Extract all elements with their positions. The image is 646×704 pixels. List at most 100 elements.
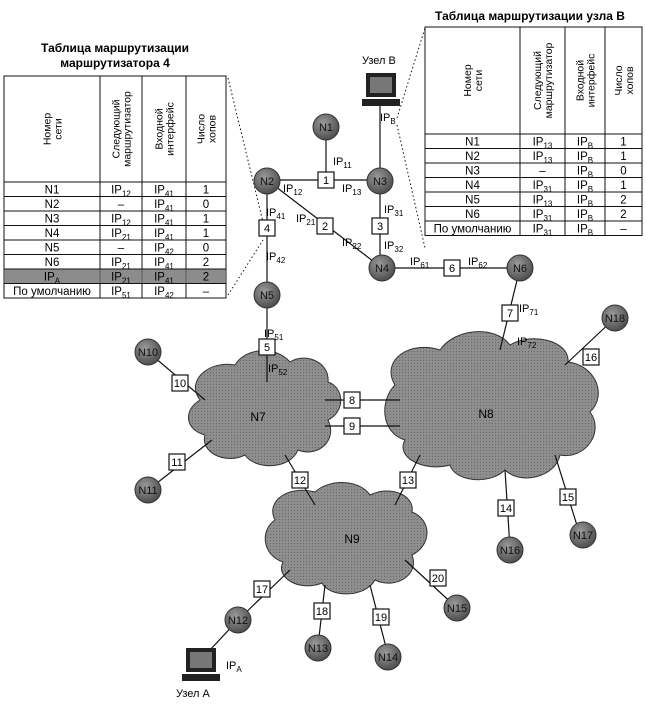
table-cell: По умолчанию (13, 286, 91, 298)
table-cell: IP31 (533, 209, 553, 223)
network-n2: N2 (253, 167, 281, 195)
table-cell: IP42 (154, 286, 174, 300)
router-label: 11 (171, 457, 182, 469)
table-cell: IP21 (111, 228, 131, 242)
table-cell: По умолчанию (434, 224, 512, 236)
router-2: 2 (316, 217, 334, 235)
interface-label: IP13 (342, 183, 362, 197)
table-cell: IP21 (111, 257, 131, 271)
table-cell: N3 (465, 166, 480, 178)
router-label: 18 (316, 606, 328, 618)
table-header: Числохопов (196, 114, 219, 144)
table-cell: IP41 (154, 228, 174, 242)
host-b-label: Узел B (362, 55, 396, 67)
network-label: N13 (308, 643, 328, 655)
table-cell: N6 (465, 209, 480, 221)
network-n3: N3 (366, 167, 394, 195)
router-3: 3 (371, 217, 389, 235)
router-13: 13 (399, 471, 417, 489)
host-a-label: Узел A (176, 688, 211, 700)
host-a: Узел A (176, 648, 220, 700)
table-cell: IPB (577, 209, 593, 223)
router-4: 4 (258, 219, 276, 237)
network-label: N10 (138, 347, 158, 359)
table-header: Номерсети (462, 64, 485, 96)
table-cell: IP13 (533, 137, 553, 151)
network-label: N3 (373, 176, 387, 188)
network-n1: N1 (312, 113, 340, 141)
table-cell: 1 (620, 137, 626, 149)
router-6: 6 (443, 259, 461, 277)
router-label: 17 (256, 584, 268, 596)
network-label: N4 (375, 263, 389, 275)
table-cell: IP41 (154, 214, 174, 228)
computer-icon (362, 73, 400, 106)
router-label: 14 (500, 503, 512, 515)
table-cell: IP31 (533, 180, 553, 194)
interface-label: IP41 (266, 207, 286, 221)
table-cell: IP51 (111, 286, 131, 300)
table-cell: N4 (45, 228, 60, 240)
router-label: 7 (507, 308, 513, 320)
router-label: 20 (432, 573, 444, 585)
table-cell: 1 (203, 228, 209, 240)
table-header: Входнойинтерфейс (154, 102, 177, 156)
router-8: 8 (343, 391, 361, 409)
router-label: 8 (349, 395, 355, 407)
network-n10: N10 (134, 338, 162, 366)
callout-lines (227, 27, 426, 296)
computer-icon (182, 648, 220, 681)
interface-label: IP31 (384, 204, 404, 218)
table-cell: IPB (577, 137, 593, 151)
interface-label: IP22 (342, 237, 362, 251)
table-cell: IPB (577, 180, 593, 194)
table-cell: N5 (465, 195, 480, 207)
table-cell: IP41 (154, 199, 174, 213)
router-label: 19 (375, 612, 387, 624)
router-9: 9 (343, 417, 361, 435)
interface-label: IP21 (296, 213, 316, 227)
router-label: 9 (349, 421, 355, 433)
table-cell: IP12 (111, 214, 131, 228)
interface-label: IP72 (517, 336, 537, 350)
interface-label: IP32 (384, 240, 404, 254)
table-cell: – (539, 166, 546, 178)
routing-table-router-4: Таблица маршрутизации маршрутизатора 4 Н… (3, 41, 227, 300)
network-n16: N16 (496, 536, 524, 564)
table-header: Числохопов (613, 65, 636, 95)
network-label: N8 (478, 407, 494, 421)
interface-label: IP71 (519, 303, 539, 317)
table-cell: N6 (45, 257, 60, 269)
router-15: 15 (559, 488, 577, 506)
network-n17: N17 (569, 521, 597, 549)
network-n11: N11 (134, 476, 162, 504)
router-10: 10 (171, 374, 189, 392)
cloud-n7: N7 (188, 350, 342, 467)
network-n6: N6 (506, 254, 534, 282)
router-label: 15 (562, 492, 574, 504)
table-header: Следующиймаршрутизатор (532, 42, 555, 118)
table-cell: N2 (45, 199, 60, 211)
table-row: N4 IP21 IP41 1 (45, 228, 210, 242)
router-label: 10 (174, 378, 186, 390)
network-n13: N13 (304, 634, 332, 662)
router-label: 1 (323, 175, 329, 187)
table-cell: IP42 (154, 243, 174, 257)
cloud-n9: N9 (264, 482, 428, 595)
network-label: N5 (260, 290, 274, 302)
table-cell: – (118, 199, 125, 211)
table-cell: IP12 (111, 185, 131, 199)
table-cell: – (620, 224, 627, 236)
table-title: маршрутизатора 4 (60, 56, 170, 70)
table-cell: IP41 (154, 257, 174, 271)
